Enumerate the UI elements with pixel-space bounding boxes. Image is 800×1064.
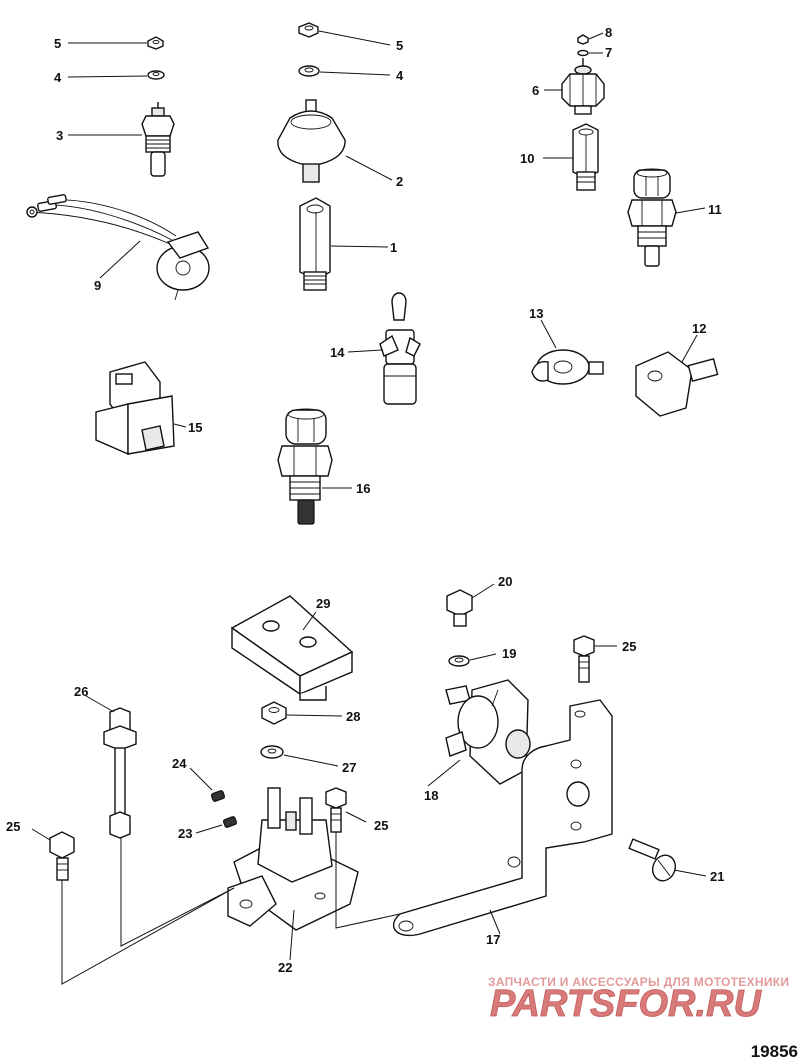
part-6-pressure-switch[interactable] xyxy=(561,58,605,115)
callout-13: 13 xyxy=(529,306,543,321)
part-4-washer-center[interactable] xyxy=(298,65,320,77)
part-3-temperature-sender[interactable] xyxy=(141,102,175,177)
callout-19: 19 xyxy=(502,646,516,661)
callout-1: 1 xyxy=(390,240,397,255)
callout-3: 3 xyxy=(56,128,63,143)
callout-4: 4 xyxy=(396,68,404,83)
callout-24: 24 xyxy=(172,756,187,771)
part-25-bolt-center[interactable] xyxy=(325,787,347,833)
callout-22: 22 xyxy=(278,960,292,975)
callout-8: 8 xyxy=(605,25,612,40)
figure-number: 19856 xyxy=(750,1042,798,1061)
part-14-connector-plug[interactable] xyxy=(379,292,421,405)
part-16-temperature-sensor[interactable] xyxy=(277,408,333,525)
part-23-set-screw[interactable] xyxy=(222,816,238,828)
callout-5: 5 xyxy=(54,36,61,51)
callout-29: 29 xyxy=(316,596,330,611)
part-27-lock-washer[interactable] xyxy=(260,745,284,759)
part-11-sensor[interactable] xyxy=(627,168,677,267)
callout-14: 14 xyxy=(330,345,345,360)
callout-9: 9 xyxy=(94,278,101,293)
callout-27: 27 xyxy=(342,760,356,775)
callout-28: 28 xyxy=(346,709,360,724)
part-10-adapter-small[interactable] xyxy=(572,123,599,191)
part-29-bracket-cap[interactable] xyxy=(230,595,354,701)
part-12-elbow-fitting[interactable] xyxy=(635,351,719,417)
part-5-nut-center[interactable] xyxy=(298,22,319,38)
part-2-oil-pressure-sender[interactable] xyxy=(277,99,346,183)
callout-15: 15 xyxy=(188,420,202,435)
part-7-washer-small[interactable] xyxy=(577,49,589,57)
callout-12: 12 xyxy=(692,321,706,336)
part-25-bolt-left[interactable] xyxy=(49,831,75,881)
callout-5: 5 xyxy=(396,38,403,53)
part-25-bolt-right[interactable] xyxy=(573,635,595,683)
callout-6: 6 xyxy=(532,83,539,98)
part-18-solenoid[interactable] xyxy=(445,679,531,785)
callout-4: 4 xyxy=(54,70,62,85)
callout-20: 20 xyxy=(498,574,512,589)
part-8-nut-small[interactable] xyxy=(577,34,589,45)
part-21-screw[interactable] xyxy=(628,838,679,884)
part-9-coil-harness[interactable] xyxy=(26,194,210,301)
part-17-mounting-bracket[interactable] xyxy=(393,699,613,937)
callout-18: 18 xyxy=(424,788,438,803)
part-13-knock-sensor[interactable] xyxy=(531,349,604,385)
callout-7: 7 xyxy=(605,45,612,60)
part-19-lock-washer[interactable] xyxy=(448,655,470,667)
part-24-set-screw[interactable] xyxy=(210,790,226,802)
watermark-logo: PARTSFOR.RU xyxy=(490,983,762,1025)
callout-21: 21 xyxy=(710,869,724,884)
callout-2: 2 xyxy=(396,174,403,189)
part-22-starter-solenoid[interactable] xyxy=(227,787,359,931)
callout-25: 25 xyxy=(622,639,636,654)
part-4-washer-left[interactable] xyxy=(147,70,165,80)
watermark-tagline: ЗАПЧАСТИ И АКСЕССУАРЫ ДЛЯ МОТОТЕХНИКИ xyxy=(488,975,789,989)
part-28-nut[interactable] xyxy=(261,701,287,725)
callout-11: 11 xyxy=(708,202,722,217)
callout-25: 25 xyxy=(6,819,20,834)
part-20-bolt[interactable] xyxy=(446,589,473,627)
part-26-stud[interactable] xyxy=(103,707,137,839)
part-5-nut-left[interactable] xyxy=(147,36,164,50)
callout-23: 23 xyxy=(178,826,192,841)
part-1-adapter-fitting[interactable] xyxy=(299,197,331,291)
assembly-lines xyxy=(61,832,401,985)
callout-26: 26 xyxy=(74,684,88,699)
callout-17: 17 xyxy=(486,932,500,947)
callout-16: 16 xyxy=(356,481,370,496)
part-15-relay[interactable] xyxy=(95,361,175,456)
callout-25: 25 xyxy=(374,818,388,833)
callout-10: 10 xyxy=(520,151,534,166)
